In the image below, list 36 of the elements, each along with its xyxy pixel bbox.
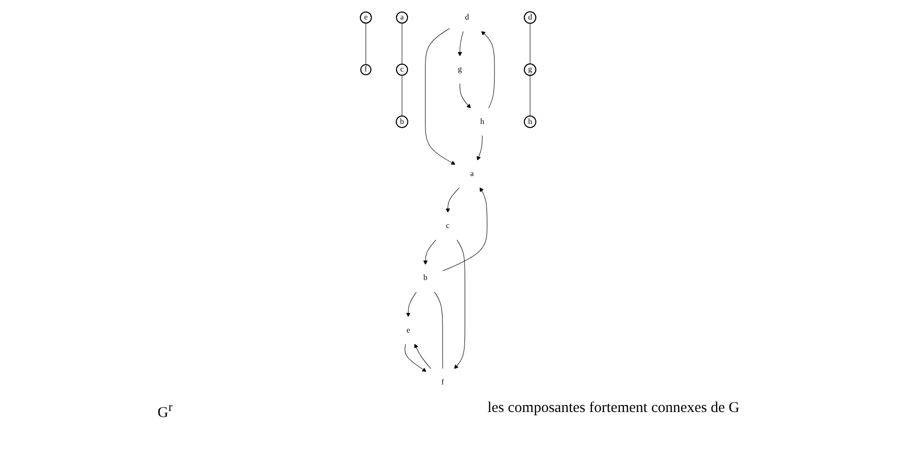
caption-text: les composantes fortement connexes de G (487, 400, 740, 418)
arrow (454, 239, 466, 370)
caption-text: G$^{r}$ (157, 400, 172, 422)
node-circle: e (360, 12, 372, 24)
arrow (405, 344, 427, 372)
node-text: d (465, 13, 470, 22)
node-text: a (470, 169, 474, 178)
arrow (482, 30, 496, 109)
node-text: c (446, 222, 450, 230)
node-text: g (458, 65, 462, 74)
node-circle: h (524, 116, 537, 128)
connector (434, 291, 444, 370)
arrow (446, 187, 460, 213)
connector (530, 23, 531, 64)
arrow (425, 28, 456, 165)
node-text: b (424, 274, 428, 282)
node-text: h (480, 117, 485, 126)
node-circle: f (360, 64, 372, 76)
arrow (406, 291, 418, 317)
arrow (477, 135, 483, 161)
arrow (414, 344, 432, 370)
arrow (458, 30, 464, 56)
arrow (442, 187, 488, 272)
node-circle: b (396, 116, 409, 128)
node-circle: c (396, 64, 408, 76)
node-text: f (442, 378, 444, 386)
arrow (424, 239, 437, 265)
node-circle: a (396, 12, 408, 24)
node-circle: g (524, 63, 537, 76)
connector (530, 75, 531, 116)
connector (366, 22, 367, 65)
node-text: e (406, 326, 410, 334)
connector (402, 74, 403, 116)
node-circle: d (524, 11, 537, 24)
arrow (460, 82, 472, 108)
connector (402, 22, 403, 64)
